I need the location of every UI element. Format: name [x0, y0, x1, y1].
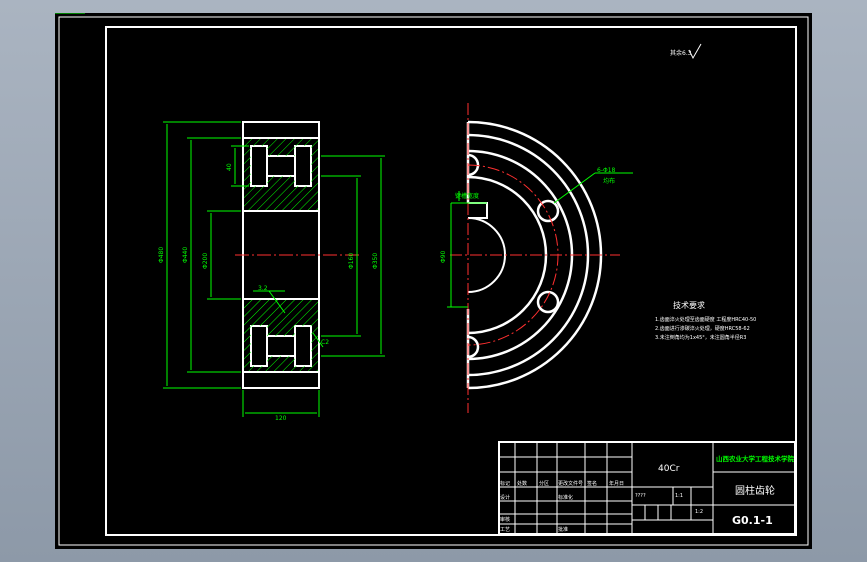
lower-pocket-right — [294, 325, 312, 367]
dim-root-diameter: Φ440 — [182, 247, 189, 263]
material: 40Cr — [658, 464, 680, 474]
dim-chamfer: C2 — [321, 339, 329, 346]
hole-top-half — [467, 153, 480, 177]
school-name: 山西农业大学工程技术学院 — [716, 454, 795, 463]
hole-upper — [536, 199, 560, 223]
half-view-centerlines — [450, 103, 620, 413]
dim-outer-diameter: Φ480 — [158, 247, 165, 263]
row-label-mark: 标记 — [500, 480, 510, 487]
hatch-upper — [244, 139, 318, 210]
dim-web-inner: Φ160 — [348, 253, 355, 269]
section-dimensions — [55, 13, 385, 417]
dim-width: 120 — [275, 415, 287, 422]
approve-label: 批准 — [558, 526, 568, 533]
dim-pocket-height: 40 — [226, 163, 233, 171]
section-dim-labels: Φ480 Φ440 Φ200 Φ350 Φ160 40 120 3.2 C2 — [158, 163, 379, 422]
sheet-inner-border — [105, 26, 797, 536]
upper-pocket-right — [294, 145, 312, 187]
lower-pocket-left — [250, 325, 268, 367]
scale-value: 1:1 — [675, 493, 683, 499]
roughness-symbol — [688, 43, 702, 60]
placeholder-text: ???? — [635, 493, 646, 499]
hole-callout-line1: 6-Φ18 — [597, 167, 616, 174]
hole-lower — [536, 290, 560, 314]
engineering-drawing[interactable]: Φ480 Φ440 Φ200 Φ350 Φ160 40 120 3.2 C2 — [55, 13, 812, 549]
hatch-lower — [244, 300, 318, 371]
part-name: 圆柱齿轮 — [735, 484, 775, 497]
sheet-outer-border — [58, 16, 809, 546]
dim-hub-diameter: Φ90 — [440, 250, 447, 263]
dim-bore-diameter: Φ200 — [202, 253, 209, 269]
note-3: 3.未注倒角均为1x45°，未注圆角半径R3 — [655, 334, 746, 341]
section-hatching — [244, 139, 318, 371]
title-block — [498, 441, 796, 535]
review-label: 审核 — [500, 516, 510, 523]
technical-notes: 技术要求 1.齿面淬火处理至齿面硬度 工程度HRC40-50 2.齿面进行渗碳淬… — [655, 300, 756, 341]
note-2: 2.齿面进行渗碳淬火处理，硬度HRC58-62 — [655, 325, 750, 332]
roughness-text: 其余6.3 — [670, 49, 692, 57]
half-view-dimensions — [447, 172, 633, 308]
row-label-sign: 签名 — [587, 480, 597, 487]
drawing-canvas[interactable] — [55, 13, 812, 549]
lower-web — [266, 335, 296, 357]
process-label: 工艺 — [500, 527, 510, 533]
row-label-zone: 分区 — [539, 480, 549, 487]
half-view-labels: 6-Φ18 均布 键槽宽度 Φ90 — [440, 167, 616, 263]
hole-bottom-half — [467, 335, 480, 359]
keyway-label: 键槽宽度 — [455, 192, 479, 200]
upper-web — [266, 155, 296, 177]
hole-callout-line2: 均布 — [603, 177, 615, 185]
sheet-value: 1:2 — [695, 509, 703, 515]
dim-section-mark: 3.2 — [258, 285, 268, 292]
design-label: 设计 — [500, 494, 510, 501]
row-label-change: 更改文件号 — [558, 480, 583, 487]
hub-arc — [467, 217, 506, 293]
dim-web-outer: Φ350 — [372, 253, 379, 269]
row-label-count: 处数 — [517, 480, 527, 487]
note-1: 1.齿面淬火处理至齿面硬度 工程度HRC40-50 — [655, 316, 756, 323]
drawing-number: G0.1-1 — [732, 514, 773, 527]
keyway — [468, 202, 488, 219]
upper-pocket-left — [250, 145, 268, 187]
notes-heading: 技术要求 — [673, 300, 705, 310]
design-name: 标准化 — [558, 494, 573, 501]
roughness-mark: 其余6.3 — [670, 43, 702, 60]
title-block-text: 山西农业大学工程技术学院 40Cr 圆柱齿轮 G0.1-1 1:1 1:2 ??… — [500, 454, 795, 533]
rim-inner-arc — [467, 133, 590, 377]
row-label-date: 年月日 — [609, 480, 624, 487]
